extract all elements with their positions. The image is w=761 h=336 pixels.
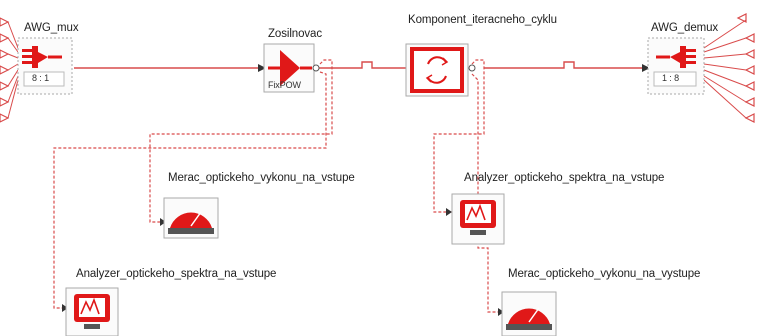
amplifier-block[interactable] <box>263 43 320 93</box>
loop-component-title: Komponent_iteracneho_cyklu <box>408 14 557 26</box>
awg-mux-ratio: 8 : 1 <box>32 73 50 83</box>
awg-mux-input-ports[interactable] <box>0 17 10 123</box>
awg-mux-title: AWG_mux <box>24 22 79 34</box>
tap-arrowheads <box>62 208 504 316</box>
main-signal-path[interactable] <box>74 61 650 69</box>
amplifier-triangle-icon <box>268 50 312 86</box>
signal-arrowheads <box>258 64 650 72</box>
spectrum-analyzer-bottom-title: Analyzer_optickeho_spektra_na_vstupe <box>76 268 277 280</box>
awg-demux-ratio: 1 : 8 <box>662 73 680 83</box>
monitor-tap-wires[interactable] <box>53 59 504 313</box>
awg-demux-output-leads <box>703 19 747 119</box>
amplifier-sublabel: FixPOW <box>268 80 301 90</box>
loop-component-block[interactable] <box>405 43 476 97</box>
power-meter-icon <box>168 211 214 234</box>
spectrum-analyzer-middle-title: Analyzer_optickeho_spektra_na_vstupe <box>464 172 665 184</box>
awg-demux-block[interactable] <box>647 37 705 95</box>
spectrum-analyzer-middle-block[interactable] <box>451 193 505 245</box>
spectrum-analyzer-icon <box>74 294 110 329</box>
awg-mux-input-leads <box>7 21 19 119</box>
awg-mux-block[interactable] <box>17 37 73 95</box>
spectrum-analyzer-bottom-block[interactable] <box>65 287 119 336</box>
spectrum-analyzer-icon <box>460 200 496 235</box>
loop-cycle-icon <box>425 56 449 84</box>
power-meter-input-block[interactable] <box>163 197 219 239</box>
power-meter-output-block[interactable] <box>501 291 557 336</box>
awg-demux-title: AWG_demux <box>651 22 719 34</box>
power-meter-icon <box>506 307 552 330</box>
power-meter-input-title: Merac_optickeho_vykonu_na_vstupe <box>168 172 355 184</box>
amplifier-title: Zosilnovac <box>268 28 322 40</box>
awg-demux-output-ports[interactable] <box>736 13 755 123</box>
multiplexer-icon <box>22 46 62 68</box>
power-meter-output-title: Merac_optickeho_vykonu_na_vystupe <box>508 268 701 280</box>
demultiplexer-icon <box>656 46 696 68</box>
